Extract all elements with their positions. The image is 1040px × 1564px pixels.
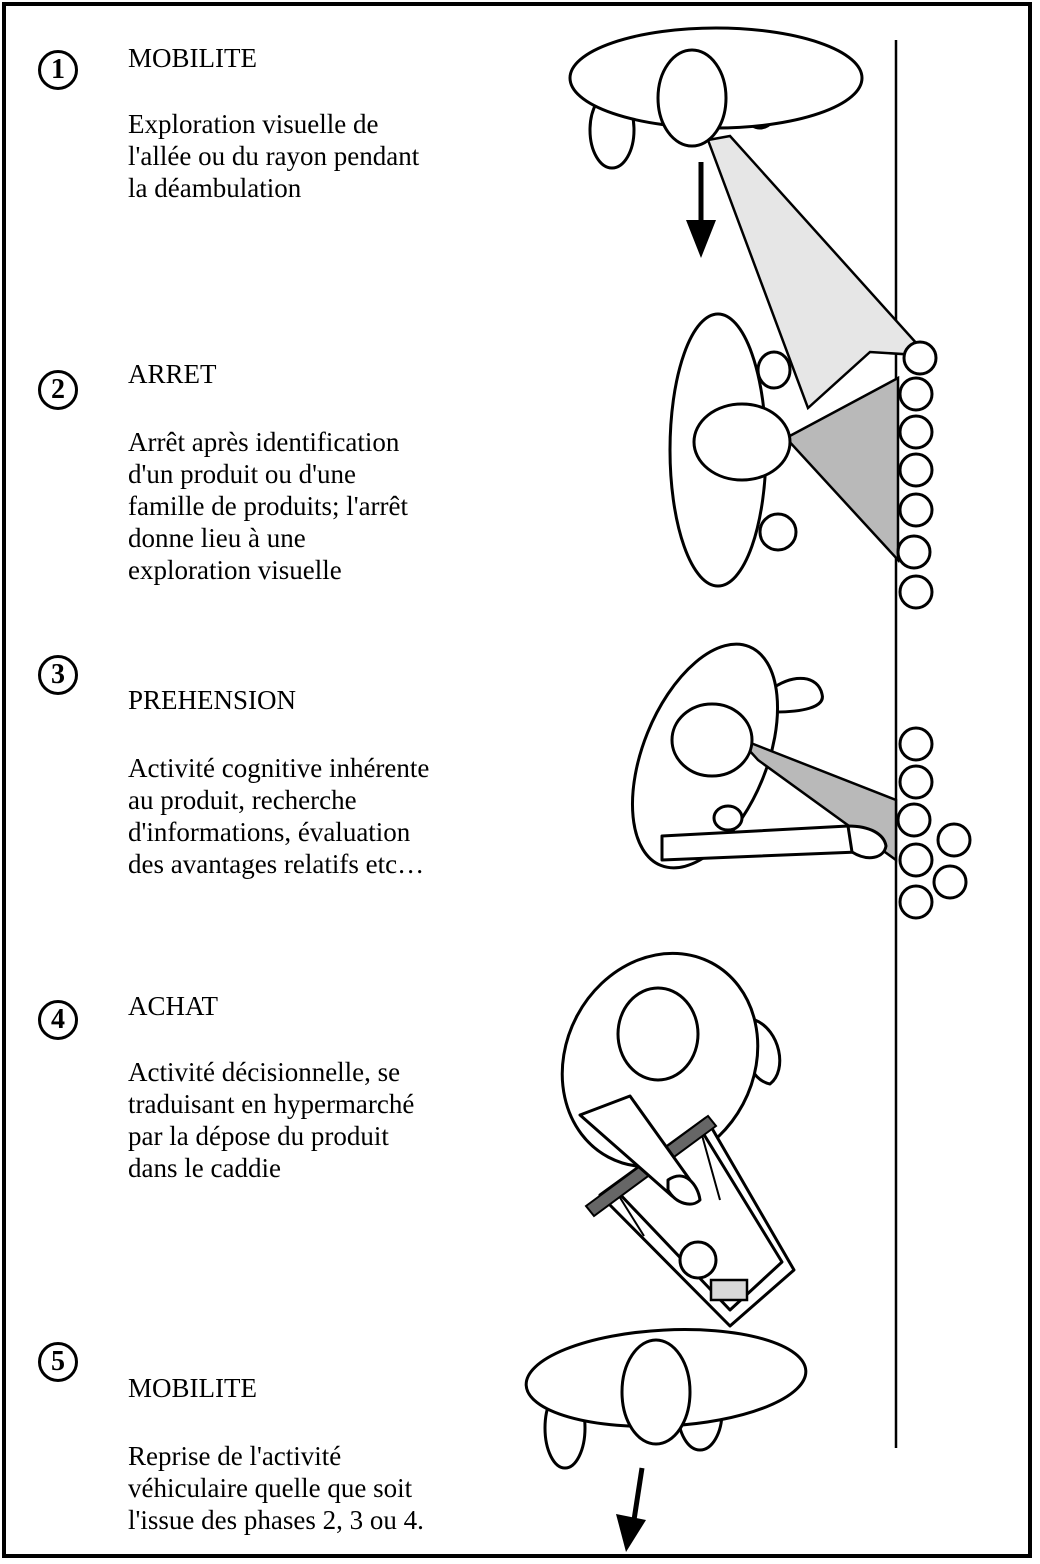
- product: [900, 378, 932, 410]
- products-row-2: [898, 728, 970, 918]
- product: [900, 886, 932, 918]
- head: [658, 50, 726, 146]
- hand-left: [714, 806, 742, 830]
- hand-bottom: [760, 514, 796, 550]
- walk-direction-arrow-head: [686, 220, 716, 258]
- product: [904, 342, 936, 374]
- hand-top: [758, 352, 790, 388]
- head: [622, 1340, 690, 1444]
- product: [900, 766, 932, 798]
- product: [900, 416, 932, 448]
- product-box: [711, 1280, 747, 1300]
- head: [618, 988, 698, 1080]
- head: [672, 704, 752, 776]
- figure-purchase: [525, 919, 794, 1326]
- figure-prehension: [603, 623, 896, 888]
- vision-cone-2: [786, 378, 898, 560]
- walk-direction-arrow-head: [616, 1514, 646, 1552]
- products-row-1: [898, 342, 936, 608]
- product-in-cart: [680, 1242, 716, 1278]
- product: [938, 824, 970, 856]
- product: [898, 804, 930, 836]
- product: [900, 576, 932, 608]
- product: [900, 844, 932, 876]
- product: [900, 454, 932, 486]
- product: [934, 866, 966, 898]
- product: [898, 536, 930, 568]
- product: [900, 494, 932, 526]
- product: [900, 728, 932, 760]
- head: [694, 404, 790, 480]
- walk-direction-line: [634, 1468, 642, 1520]
- figure-mobility-2: [524, 1323, 809, 1552]
